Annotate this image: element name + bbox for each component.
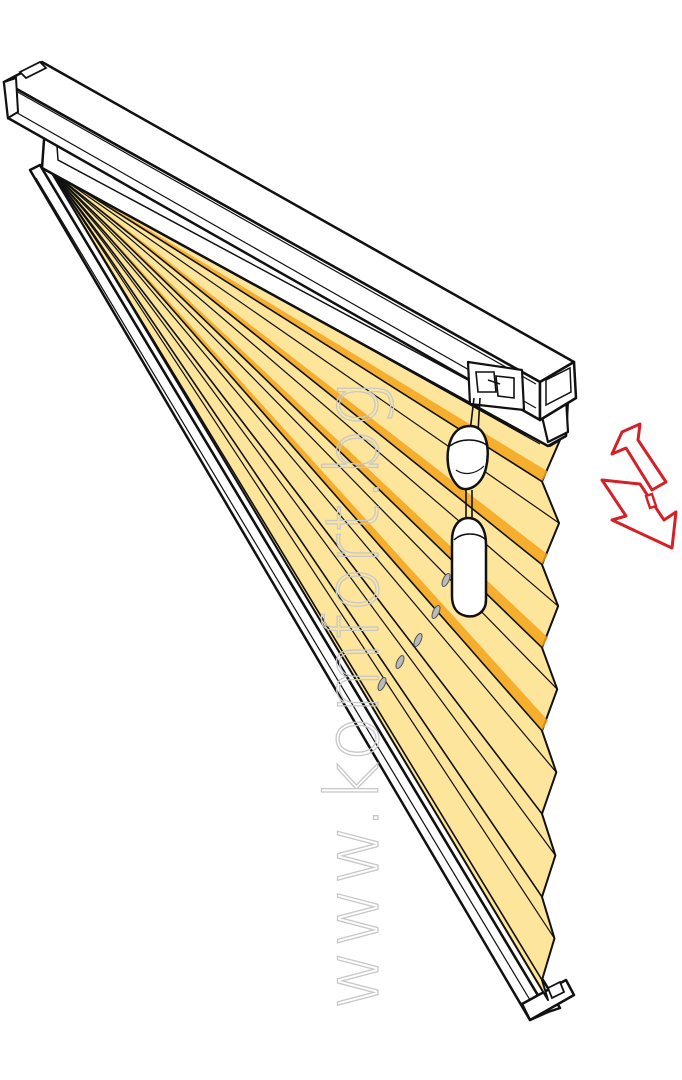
cord-holes [377, 573, 451, 691]
headrail [2, 60, 578, 422]
pleat-fold-line [49, 169, 543, 981]
pleat-fold-line [49, 169, 543, 566]
pleated-fabric [49, 169, 561, 1001]
move-arrows-icon [600, 422, 678, 550]
watermark-text: www.komfort.bg [310, 380, 396, 1010]
pleat-shade [50, 170, 548, 731]
pleat-fold-line [49, 169, 555, 939]
pleat-fold-line [49, 169, 557, 773]
pleat-fold-line [49, 169, 543, 898]
pleat-shade [50, 170, 548, 648]
pleat-shade [50, 170, 548, 565]
pleat-shade [50, 170, 548, 482]
pleat-fold-line [49, 169, 543, 815]
pleat-fold-line [49, 169, 556, 856]
cord-handle-upper [446, 424, 489, 491]
cord-handle-lower [450, 516, 488, 618]
pleat-fold-line [49, 169, 543, 732]
